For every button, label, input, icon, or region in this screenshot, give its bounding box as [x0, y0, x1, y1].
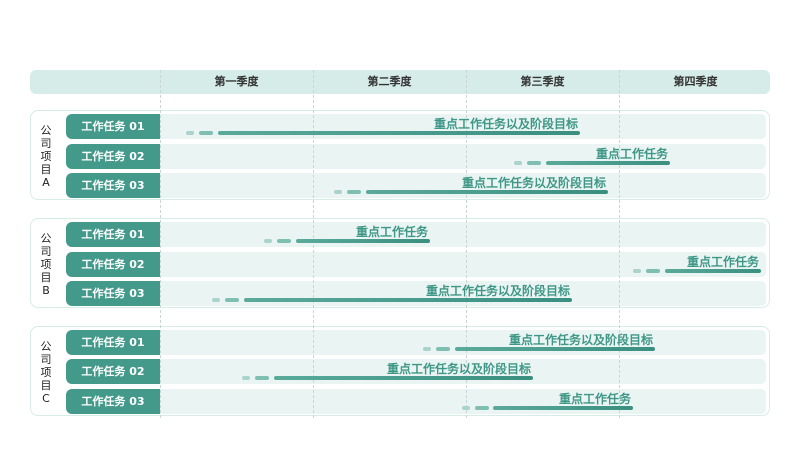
gantt-bar [493, 406, 633, 410]
bar-lead-dash [199, 131, 213, 135]
group-label-char: 司 [40, 245, 52, 258]
group-label-char: 项 [40, 258, 52, 271]
group-label-char: 项 [40, 150, 52, 163]
gantt-bar-label: 重点工作任务以及阶段目标 [433, 117, 578, 131]
group-label-a: 公 司 项 目 A [34, 124, 58, 189]
gantt-bar-label: 重点工作任务以及阶段目标 [425, 284, 570, 298]
group-label-char: 目 [40, 271, 52, 284]
bar-lead-dash [347, 190, 361, 194]
group-label-char: A [42, 176, 50, 189]
group-label-b: 公 司 项 目 B [34, 232, 58, 297]
quarter-divider [160, 70, 161, 418]
quarter-label-q1: 第一季度 [214, 75, 259, 88]
gantt-bar-label: 重点工作任务以及阶段目标 [508, 333, 653, 347]
task-label: 工作任务 02 [66, 359, 160, 384]
timeline-row [160, 222, 766, 247]
group-label-char: 目 [40, 379, 52, 392]
task-label: 工作任务 02 [66, 252, 160, 277]
group-label-char: 公 [40, 232, 52, 245]
group-label-char: 公 [40, 124, 52, 137]
group-label-char: B [42, 284, 50, 297]
gantt-bar [244, 298, 572, 302]
group-label-char: 公 [40, 340, 52, 353]
bar-lead-dot [462, 406, 470, 410]
quarter-label-q4: 第四季度 [673, 75, 718, 88]
group-label-c: 公 司 项 目 C [34, 340, 58, 405]
group-label-char: 目 [40, 163, 52, 176]
bar-lead-dash [475, 406, 489, 410]
group-label-char: 司 [40, 353, 52, 366]
gantt-bar [274, 376, 533, 380]
bar-lead-dot [264, 239, 272, 243]
timeline-row [160, 330, 766, 355]
gantt-bar [455, 347, 655, 351]
bar-lead-dot [633, 269, 641, 273]
quarter-label-q2: 第二季度 [367, 75, 412, 88]
bar-lead-dot [334, 190, 342, 194]
quarter-divider [313, 70, 314, 418]
timeline-row [160, 252, 766, 277]
bar-lead-dash [225, 298, 239, 302]
quarter-divider [466, 70, 467, 418]
task-label: 工作任务 01 [66, 330, 160, 355]
bar-lead-dot [514, 161, 522, 165]
group-label-char: 司 [40, 137, 52, 150]
gantt-bar-label: 重点工作任务以及阶段目标 [461, 176, 606, 190]
bar-lead-dash [255, 376, 269, 380]
group-label-char: C [42, 392, 50, 405]
group-label-char: 项 [40, 366, 52, 379]
gantt-bar-label: 重点工作任务 [558, 392, 631, 406]
gantt-bar-label: 重点工作任务 [355, 225, 428, 239]
gantt-bar [366, 190, 608, 194]
bar-lead-dash [277, 239, 291, 243]
quarter-header-bar [30, 70, 770, 94]
task-label: 工作任务 02 [66, 144, 160, 169]
gantt-bar [218, 131, 580, 135]
task-label: 工作任务 03 [66, 389, 160, 414]
task-label: 工作任务 01 [66, 114, 160, 139]
bar-lead-dot [212, 298, 220, 302]
gantt-bar [546, 161, 670, 165]
gantt-bar [296, 239, 430, 243]
gantt-bar-label: 重点工作任务 [595, 147, 668, 161]
task-label: 工作任务 03 [66, 173, 160, 198]
bar-lead-dash [646, 269, 660, 273]
bar-lead-dot [186, 131, 194, 135]
bar-lead-dash [436, 347, 450, 351]
task-label: 工作任务 03 [66, 281, 160, 306]
quarter-label-q3: 第三季度 [520, 75, 565, 88]
gantt-bar-label: 重点工作任务 [686, 255, 759, 269]
timeline-row [160, 389, 766, 414]
bar-lead-dot [242, 376, 250, 380]
gantt-bar [665, 269, 761, 273]
timeline-row [160, 144, 766, 169]
bar-lead-dot [423, 347, 431, 351]
quarter-divider [619, 70, 620, 418]
gantt-bar-label: 重点工作任务以及阶段目标 [386, 362, 531, 376]
task-label: 工作任务 01 [66, 222, 160, 247]
bar-lead-dash [527, 161, 541, 165]
